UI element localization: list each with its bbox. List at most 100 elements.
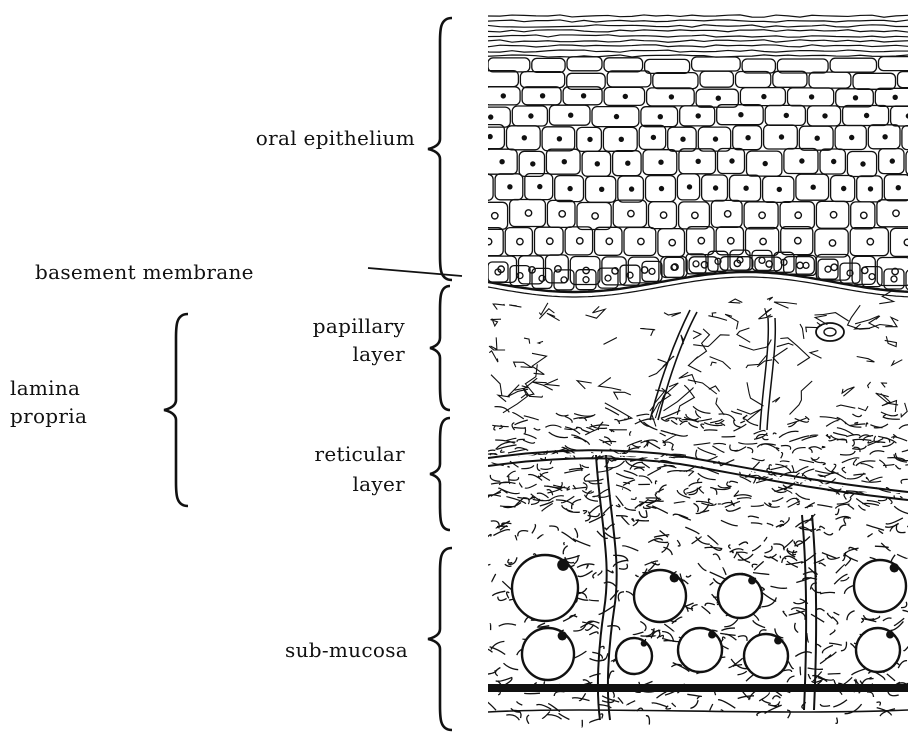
capillary-loop: [760, 318, 775, 430]
label-oral-epithelium: oral epithelium: [175, 124, 415, 152]
epithelial-cell: [746, 228, 779, 256]
dense-fiber: [764, 554, 776, 558]
keratin-line: [488, 45, 908, 47]
label-reticular-line2: layer: [240, 470, 405, 498]
collagen-fiber: [616, 473, 633, 478]
cell-nucleus: [865, 114, 869, 118]
dense-fiber: [829, 643, 842, 645]
collagen-fiber: [829, 439, 836, 441]
collagen-fiber: [902, 447, 913, 452]
dense-fiber: [609, 671, 614, 679]
dense-fiber: [657, 692, 667, 698]
dense-fiber: [879, 530, 883, 534]
collagen-fiber: [781, 446, 791, 450]
dense-fiber: [754, 561, 763, 570]
dense-fiber: [573, 539, 591, 546]
dense-fiber: [782, 558, 787, 563]
dense-fiber: [605, 528, 609, 529]
cell-nucleus: [547, 238, 553, 244]
collagen-fiber: [528, 474, 542, 480]
collagen-fiber: [844, 493, 849, 499]
cell-nucleus: [488, 135, 492, 139]
cell-nucleus: [906, 114, 910, 118]
collagen-fiber: [730, 445, 738, 451]
dense-fiber: [632, 518, 634, 521]
epithelial-cell: [480, 202, 508, 229]
cell-nucleus: [605, 275, 611, 281]
collagen-fiber: [676, 418, 681, 420]
collagen-fiber: [895, 465, 901, 469]
epithelial-cell: [853, 73, 896, 89]
cell-nucleus: [714, 186, 718, 190]
cell-nucleus: [830, 212, 836, 218]
cell-nucleus: [583, 267, 589, 273]
blood-vessel: [606, 455, 617, 720]
dense-fiber: [767, 523, 773, 525]
dense-fiber: [867, 692, 873, 697]
dense-fiber: [640, 621, 646, 631]
dense-fiber: [788, 661, 793, 668]
label-lamina-line1: lamina: [10, 374, 80, 402]
dense-fiber: [887, 674, 895, 681]
dense-fiber: [791, 608, 806, 610]
connective-fiber: [737, 328, 750, 342]
dense-fiber: [816, 529, 820, 530]
dense-fiber: [847, 611, 855, 621]
dense-fiber: [828, 674, 841, 675]
dense-fiber: [696, 537, 710, 545]
cell-nucleus: [759, 212, 765, 218]
dense-fiber: [834, 612, 839, 615]
collagen-fiber: [537, 464, 540, 471]
collagen-fiber: [549, 432, 568, 438]
collagen-fiber: [787, 498, 799, 502]
dense-fiber: [852, 669, 867, 676]
dense-fiber: [844, 677, 853, 684]
connective-fiber: [547, 313, 560, 320]
collagen-fiber: [508, 477, 518, 480]
collagen-fiber: [574, 414, 594, 417]
cell-nucleus: [811, 185, 815, 189]
collagen-fiber: [537, 493, 549, 498]
collagen-fiber: [822, 447, 825, 448]
cell-nucleus: [696, 114, 700, 118]
collagen-fiber: [881, 412, 898, 416]
dense-fiber: [618, 592, 624, 602]
collagen-fiber: [809, 448, 813, 453]
dense-fiber: [795, 520, 813, 527]
collagen-fiber: [647, 441, 660, 449]
collagen-fiber: [501, 450, 505, 453]
cell-nucleus: [696, 159, 700, 163]
connective-fiber: [836, 405, 855, 408]
collagen-fiber: [524, 416, 539, 420]
collagen-fiber: [861, 464, 874, 468]
cell-nucleus: [492, 213, 498, 219]
cell-nucleus: [693, 261, 699, 267]
cell-nucleus: [615, 115, 619, 119]
connective-fiber: [586, 306, 606, 318]
dense-fiber: [562, 532, 576, 542]
dense-fiber: [499, 624, 516, 626]
collagen-fiber: [842, 467, 846, 473]
collagen-fiber: [582, 490, 594, 493]
dense-fiber: [713, 554, 720, 560]
collagen-fiber: [763, 437, 769, 439]
cell-nucleus: [784, 113, 788, 117]
collagen-fiber: [490, 475, 500, 481]
cell-nucleus: [588, 137, 592, 141]
cell-nucleus: [728, 238, 734, 244]
cell-nucleus: [583, 277, 589, 283]
dense-fiber: [841, 642, 847, 651]
connective-fiber: [773, 348, 787, 364]
dense-fiber: [759, 692, 769, 701]
brace-lamina-propria: [164, 314, 188, 506]
connective-fiber: [509, 305, 521, 307]
cell-nucleus: [669, 95, 673, 99]
collagen-fiber: [647, 468, 661, 475]
dense-fiber: [589, 600, 599, 601]
epithelial-cell: [658, 229, 685, 257]
dense-fiber: [866, 525, 884, 531]
collagen-fiber: [585, 479, 604, 481]
dense-fiber: [506, 715, 519, 720]
cell-nucleus: [692, 212, 698, 218]
dense-fiber: [607, 570, 613, 573]
